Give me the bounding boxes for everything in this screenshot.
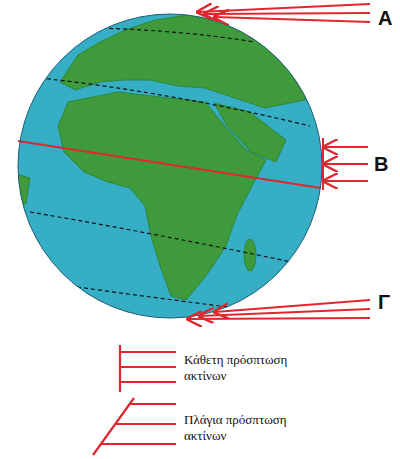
continents	[10, 14, 310, 300]
globe-outline	[18, 14, 322, 318]
ray-label: Α	[378, 8, 392, 28]
globe	[18, 14, 322, 318]
sun-rays	[188, 4, 370, 319]
equator	[18, 141, 321, 188]
ray-label: Γ	[378, 292, 390, 312]
legend-text: Πλάγια πρόσπτωση ακτίνων	[184, 412, 314, 445]
ray-label: Β	[374, 154, 388, 174]
latitude-lines	[30, 28, 310, 312]
legend-samples	[93, 345, 176, 455]
legend-text: Κάθετη πρόσπτωση ακτίνων	[184, 352, 314, 385]
